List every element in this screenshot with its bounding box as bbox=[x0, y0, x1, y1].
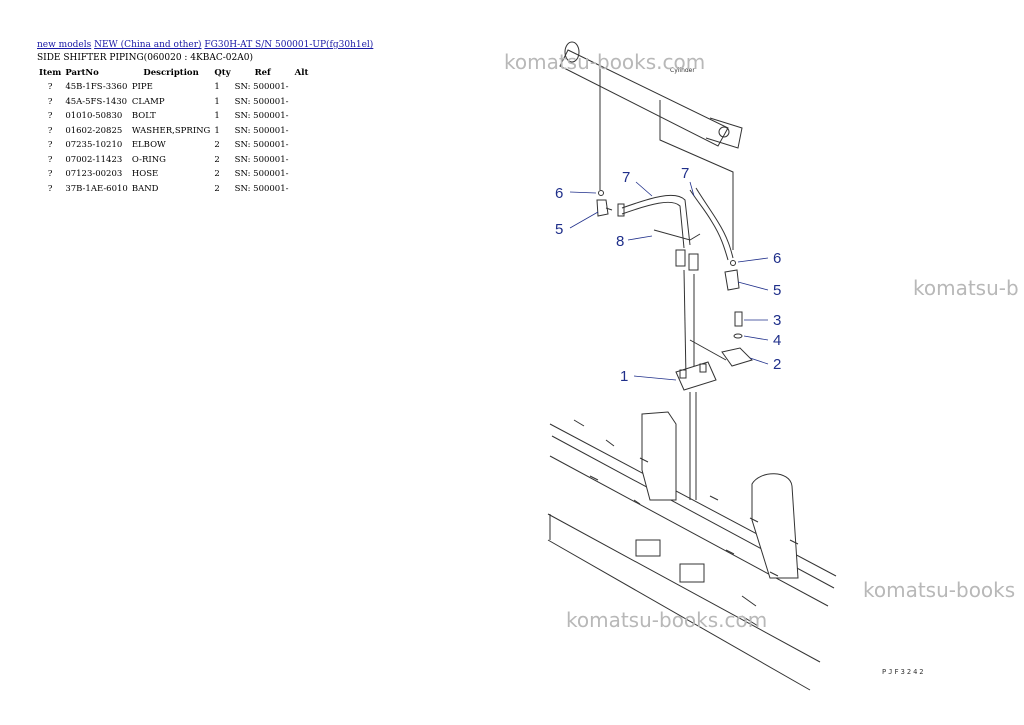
cell-qty: 2 bbox=[214, 169, 220, 180]
cell-alt bbox=[293, 153, 317, 168]
header-item: Item bbox=[39, 68, 62, 78]
callout-6-left: 6 bbox=[555, 185, 563, 202]
washer-drawing bbox=[733, 333, 743, 339]
cell-ref: SN: 500001- bbox=[234, 140, 289, 151]
cell-ref: SN: 500001- bbox=[234, 183, 289, 194]
cylinder-label: Cylinder bbox=[670, 67, 695, 74]
cylinder-drawing: Cylinder bbox=[559, 41, 743, 250]
cell-partno: 07123-00203 bbox=[65, 169, 123, 180]
cell-alt bbox=[293, 80, 317, 95]
cell-qty: 1 bbox=[214, 96, 220, 107]
cell-item: ? bbox=[47, 82, 53, 93]
callout-7-right: 7 bbox=[681, 165, 689, 182]
breadcrumb-link-model[interactable]: FG30H-AT S/N 500001-UP(fg30h1el) bbox=[204, 40, 374, 50]
hose-drawing bbox=[617, 187, 734, 271]
cell-partno: 45A-5FS-1430 bbox=[65, 96, 128, 107]
carriage-drawing bbox=[547, 411, 837, 691]
cell-qty: 1 bbox=[214, 125, 220, 136]
callout-7-left: 7 bbox=[622, 169, 630, 186]
callout-6-right: 6 bbox=[773, 250, 781, 267]
cell-ref: SN: 500001- bbox=[234, 169, 289, 180]
cell-partno: 01010-50830 bbox=[65, 111, 123, 122]
cell-partno: 07002-11423 bbox=[65, 154, 123, 165]
cell-alt bbox=[293, 182, 317, 197]
cell-item: ? bbox=[47, 169, 53, 180]
left-elbow-drawing bbox=[596, 190, 613, 217]
watermark: komatsu-books bbox=[863, 578, 1016, 602]
cell-ref: SN: 500001- bbox=[234, 82, 289, 93]
parts-table: Item PartNo Description Qty Ref Alt ? 45… bbox=[37, 66, 317, 196]
cell-item: ? bbox=[47, 111, 53, 122]
watermark: komatsu-books.com bbox=[504, 50, 706, 74]
cell-description: CLAMP bbox=[131, 96, 165, 107]
header-description: Description bbox=[143, 68, 199, 78]
header-ref: Ref bbox=[254, 68, 271, 78]
breadcrumb-link-region[interactable]: NEW (China and other) bbox=[94, 40, 202, 50]
cell-item: ? bbox=[47, 96, 53, 107]
callout-2: 2 bbox=[773, 356, 781, 373]
cell-ref: SN: 500001- bbox=[234, 96, 289, 107]
callout-5-left: 5 bbox=[555, 221, 563, 238]
cell-qty: 2 bbox=[214, 183, 220, 194]
cell-item: ? bbox=[47, 183, 53, 194]
diagram-page-code: PJF3242 bbox=[882, 668, 926, 676]
cell-description: PIPE bbox=[131, 82, 153, 93]
cell-partno: 07235-10210 bbox=[65, 140, 123, 151]
right-elbow-drawing bbox=[724, 260, 740, 291]
callout-3: 3 bbox=[773, 312, 781, 329]
cell-description: BOLT bbox=[131, 111, 156, 122]
cell-alt bbox=[293, 124, 317, 139]
callout-4: 4 bbox=[773, 332, 781, 349]
header-alt: Alt bbox=[294, 68, 309, 78]
cell-ref: SN: 500001- bbox=[234, 154, 289, 165]
cell-alt bbox=[293, 167, 317, 182]
cell-description: BAND bbox=[131, 183, 159, 194]
cell-description: ELBOW bbox=[131, 140, 166, 151]
cell-item: ? bbox=[47, 140, 53, 151]
parts-diagram: Cylinder bbox=[547, 41, 837, 691]
header-partno: PartNo bbox=[65, 68, 99, 78]
table-row: ? 07123-00203 HOSE 2 SN: 500001- bbox=[37, 167, 317, 182]
clamp-drawing bbox=[721, 347, 753, 367]
breadcrumb-link-new-models[interactable]: new models bbox=[37, 40, 92, 50]
watermark: komatsu-b bbox=[913, 276, 1019, 300]
cell-ref: SN: 500001- bbox=[234, 125, 289, 136]
table-row: ? 07235-10210 ELBOW 2 SN: 500001- bbox=[37, 138, 317, 153]
cell-qty: 2 bbox=[214, 154, 220, 165]
table-row: ? 07002-11423 O-RING 2 SN: 500001- bbox=[37, 153, 317, 168]
cell-qty: 2 bbox=[214, 140, 220, 151]
cell-qty: 1 bbox=[214, 111, 220, 122]
cell-partno: 37B-1AE-6010 bbox=[65, 183, 128, 194]
breadcrumb: new models NEW (China and other) FG30H-A… bbox=[37, 40, 373, 51]
cell-alt bbox=[293, 95, 317, 110]
cell-ref: SN: 500001- bbox=[234, 111, 289, 122]
header-qty: Qty bbox=[214, 68, 231, 78]
table-header-row: Item PartNo Description Qty Ref Alt bbox=[37, 66, 317, 80]
cell-description: WASHER,SPRING bbox=[131, 125, 211, 136]
callout-8: 8 bbox=[616, 233, 624, 250]
table-row: ? 37B-1AE-6010 BAND 2 SN: 500001- bbox=[37, 182, 317, 197]
cell-description: HOSE bbox=[131, 169, 159, 180]
watermark: komatsu-books.com bbox=[566, 608, 768, 632]
table-row: ? 45B-1FS-3360 PIPE 1 SN: 500001- bbox=[37, 80, 317, 95]
table-row: ? 45A-5FS-1430 CLAMP 1 SN: 500001- bbox=[37, 95, 317, 110]
cell-partno: 01602-20825 bbox=[65, 125, 123, 136]
callout-5-right: 5 bbox=[773, 282, 781, 299]
cell-qty: 1 bbox=[214, 82, 220, 93]
pipe-drawing bbox=[675, 269, 727, 500]
table-row: ? 01602-20825 WASHER,SPRING 1 SN: 500001… bbox=[37, 124, 317, 139]
cell-item: ? bbox=[47, 125, 53, 136]
cell-partno: 45B-1FS-3360 bbox=[65, 82, 128, 93]
cell-description: O-RING bbox=[131, 154, 166, 165]
cell-alt bbox=[293, 138, 317, 153]
callout-1: 1 bbox=[620, 368, 628, 385]
table-row: ? 01010-50830 BOLT 1 SN: 500001- bbox=[37, 109, 317, 124]
section-title: SIDE SHIFTER PIPING(060020 : 4KBAC-02A0) bbox=[37, 53, 253, 63]
bolt-drawing bbox=[734, 311, 743, 327]
cell-alt bbox=[293, 109, 317, 124]
cell-item: ? bbox=[47, 154, 53, 165]
